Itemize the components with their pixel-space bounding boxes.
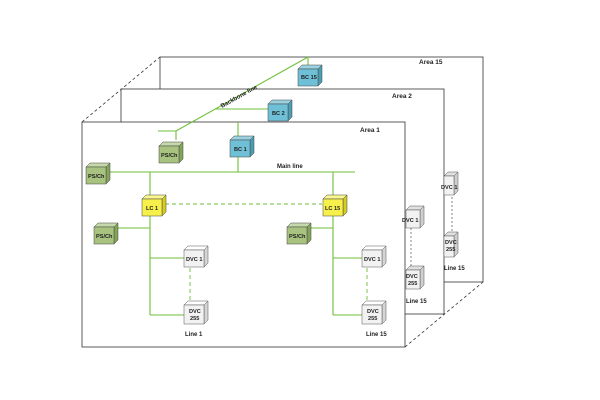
ps-ch-backbone-label: PS/Ch xyxy=(161,153,178,159)
lc-15-box: LC 15 xyxy=(322,194,348,217)
area2-255-label: 255 xyxy=(408,281,417,287)
bus-lines xyxy=(110,56,362,316)
line1-255-label: 255 xyxy=(190,316,199,322)
ps-ch-main-label: PS/Ch xyxy=(88,174,105,180)
bc-2-box: BC 2 xyxy=(267,99,293,122)
area-frames xyxy=(81,56,484,348)
bc-2-label: BC 2 xyxy=(272,111,285,117)
bc-15-label: BC 15 xyxy=(301,75,317,81)
lc-15-label: LC 15 xyxy=(325,206,340,212)
bc-1-label: BC 1 xyxy=(234,147,247,153)
area15-dvc-1: DVC 1 xyxy=(441,171,459,196)
area15-255-label: 255 xyxy=(446,247,455,253)
lc-1-label: LC 1 xyxy=(146,206,158,212)
area2-line15-label: Line 15 xyxy=(406,299,427,305)
area15-line15-label: Line 15 xyxy=(444,266,465,272)
line15-dvc-255-box: DVC 255 xyxy=(361,300,387,325)
line1-dvc-255-box: DVC 255 xyxy=(183,300,209,325)
ps-ch-backbone-box: PS/Ch xyxy=(158,141,184,164)
lc-1-box: LC 1 xyxy=(141,194,167,217)
area2-dvc-1: DVC 1 xyxy=(402,205,425,229)
line1-dvc-1-box: DVC 1 xyxy=(183,245,209,268)
line-1-label: Line 1 xyxy=(185,332,203,338)
area-2-content: DVC 1 DVC 255 Line 15 xyxy=(402,205,427,305)
ps-ch-main-box: PS/Ch xyxy=(85,162,111,185)
area2-dvc1-label: DVC 1 xyxy=(402,218,418,224)
line1-dvc-label: DVC xyxy=(189,309,201,315)
line15-dvc1-label: DVC 1 xyxy=(364,257,380,263)
area-2-label: Area 2 xyxy=(392,93,412,100)
ps-ch-line1-label: PS/Ch xyxy=(96,234,113,240)
area2-dvc-label: DVC xyxy=(406,274,418,280)
backbone-line xyxy=(175,56,309,132)
area15-dvc-label: DVC xyxy=(445,240,457,246)
area2-dvc-255: DVC 255 xyxy=(405,265,425,290)
main-line-label: Main line xyxy=(277,164,303,170)
area-15-content: DVC 1 DVC 255 Line 15 xyxy=(441,171,465,272)
area15-dvc-255: DVC 255 xyxy=(443,231,459,258)
area15-dvc1-label: DVC 1 xyxy=(441,185,457,191)
line15-255-label: 255 xyxy=(368,316,377,322)
line1-dvc1-label: DVC 1 xyxy=(186,257,202,263)
line15-dvc-1-box: DVC 1 xyxy=(361,245,387,268)
bc-1-box: BC 1 xyxy=(229,135,255,158)
line-15-label: Line 15 xyxy=(366,332,387,338)
bc-15-box: BC 15 xyxy=(297,64,323,87)
dashed-connectors xyxy=(165,203,368,303)
ps-ch-line15-box: PS/Ch xyxy=(286,222,312,245)
area-1-label: Area 1 xyxy=(360,127,380,134)
ps-ch-line15-label: PS/Ch xyxy=(289,234,306,240)
line15-dvc-label: DVC xyxy=(367,309,379,315)
ps-ch-line1-box: PS/Ch xyxy=(93,222,119,245)
area-1-plane xyxy=(81,121,406,348)
area-15-label: Area 15 xyxy=(419,59,443,66)
